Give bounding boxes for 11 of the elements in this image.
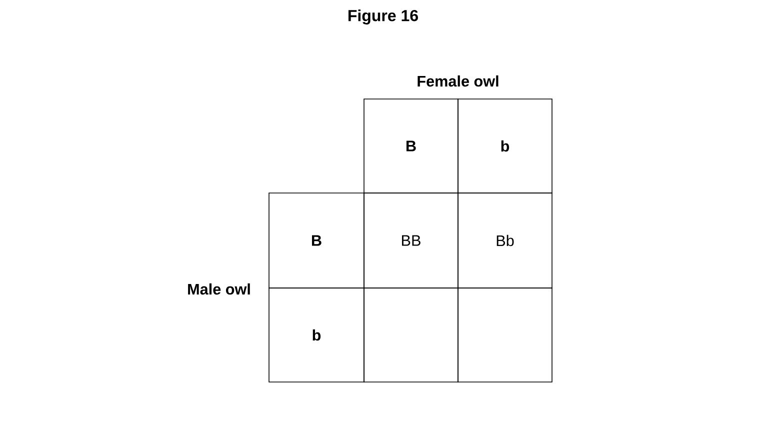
header-cell: B: [268, 192, 364, 288]
header-cell: b: [458, 98, 552, 194]
header-cell: B: [364, 98, 458, 194]
label-text: Female owl: [418, 75, 498, 87]
figure-title: Figure 16: [348, 10, 418, 24]
grid-cell: [458, 288, 552, 382]
grid-cell: Bb: [458, 192, 552, 288]
label-text: Male owl: [188, 283, 250, 295]
header-cell: b: [268, 288, 364, 382]
grid-cell: [364, 288, 458, 382]
grid-cell: BB: [364, 192, 458, 288]
